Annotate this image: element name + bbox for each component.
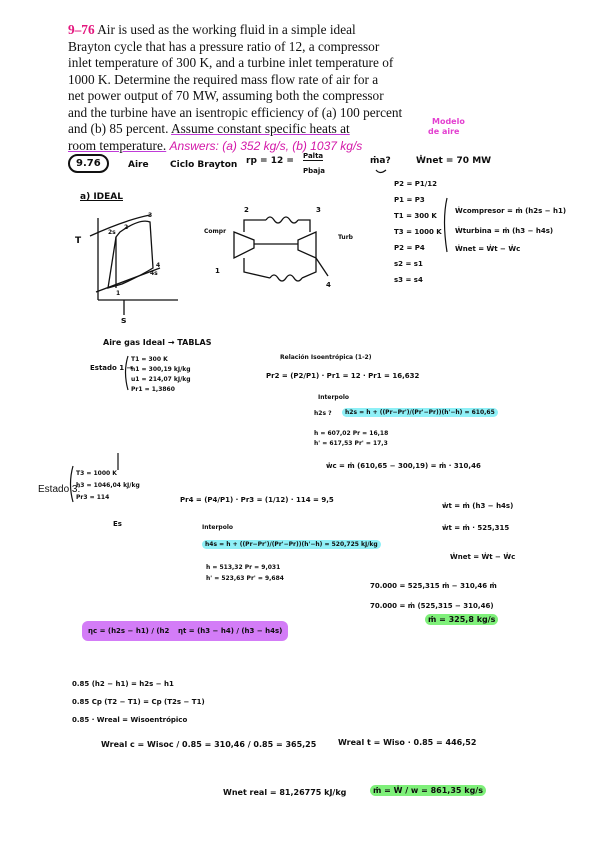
problem-line: Air is used as the working fluid in a si… xyxy=(97,22,356,37)
mdot-result-b: ṁ = Ẇ / w = 861,35 kg/s xyxy=(370,785,486,796)
estado-1-value: h1 = 300,19 kJ/kg xyxy=(131,366,191,373)
ts-point: 4 xyxy=(156,262,161,269)
problem-line: and the turbine have an isentropic effic… xyxy=(68,104,403,120)
pr4-equation: Pr4 = (P4/P1) · Pr3 = (1/12) · 114 = 9,5 xyxy=(180,496,334,504)
calc-line: 70.000 = 525,315 ṁ − 310,46 ṁ xyxy=(370,582,497,590)
given-value: P2 = P4 xyxy=(394,244,425,252)
cycle-point: 1 xyxy=(215,267,220,275)
given-value: P2 = P1/12 xyxy=(394,180,438,188)
given-value: s2 = s1 xyxy=(394,260,423,268)
given-value: T3 = 1000 K xyxy=(394,228,442,236)
es-label: Es xyxy=(113,520,122,528)
wnet-equation: Ẇnet = Ẇt − Ẇc xyxy=(450,553,516,561)
eq-turbine: Ẇturbina = ṁ (h3 − h4s) xyxy=(455,227,554,235)
estado-1-value: u1 = 214,07 kJ/kg xyxy=(131,376,191,383)
wreal-turbine: Wreal t = Wiso · 0.85 = 446,52 xyxy=(338,738,477,747)
interp-1-value: h = 607,02 Pr = 16,18 xyxy=(314,430,389,437)
part-b-line: 0.85 Cp (T2 − T1) = Cp (T2s − T1) xyxy=(72,698,205,706)
eta-compressor: ηc = (h2s − h1) / (h2 − h1) xyxy=(82,621,200,641)
ts-point: 2 xyxy=(124,224,129,231)
ts-diagram xyxy=(89,214,178,315)
problem-label: 9.76 xyxy=(68,154,109,173)
interpolo-2: Interpolo xyxy=(202,524,233,531)
problem-line: Brayton cycle that has a pressure ratio … xyxy=(68,38,380,54)
pr2-equation: Pr2 = (P2/P1) · Pr1 = 12 · Pr1 = 16,632 xyxy=(266,372,420,380)
estado-3-value: h3 = 1046,04 kJ/kg xyxy=(76,482,140,489)
mdot-result-a: ṁ = 325,8 kg/s xyxy=(425,614,499,625)
compressor-label: Compr xyxy=(204,228,227,235)
h4s-equation: h4s = h + ((Pr−Pr')/(Pr'−Pr))(h'−h) = 52… xyxy=(202,540,381,549)
mdot-question: ṁa? xyxy=(370,156,391,166)
brace-marks xyxy=(69,197,448,503)
cycle-point: 3 xyxy=(316,206,321,214)
ts-axis-s: s xyxy=(121,316,127,326)
assumption-underlined: Assume constant specific heats at xyxy=(171,121,350,136)
p-baja: Pbaja xyxy=(303,167,325,175)
ts-point: 4s xyxy=(150,270,158,277)
given-value: s3 = s4 xyxy=(394,276,423,284)
estado-1-label: Estado 1 → xyxy=(90,364,133,372)
eq-compressor: Ẇcompresor = ṁ (h2s − h1) xyxy=(455,207,567,215)
problem-line: 1000 K. Determine the required mass flow… xyxy=(68,71,379,87)
problem-statement: 9–76 Air is used as the working fluid in… xyxy=(68,22,418,154)
h2s-equation: h2s = h + ((Pr−Pr')/(Pr'−Pr))(h'−h) = 61… xyxy=(342,408,498,417)
assumption-underlined: room temperature. xyxy=(68,137,167,153)
aire-label: Aire xyxy=(128,160,149,170)
wnet-real: Wnet real = 81,26775 kJ/kg xyxy=(223,788,347,797)
estado-3-value: Pr3 = 114 xyxy=(76,494,110,501)
underline-strokes xyxy=(117,169,387,470)
eq-net: Ẇnet = Ẇt − Ẇc xyxy=(455,245,521,253)
wc-equation: ẇc = ṁ (610,65 − 300,19) = ṁ · 310,46 xyxy=(326,462,481,470)
wt-equation: ẇt = ṁ (h3 − h4s) xyxy=(442,502,514,510)
ts-axis-t: T xyxy=(75,236,82,246)
given-value: T1 = 300 K xyxy=(394,212,437,220)
calc-line: 70.000 = ṁ (525,315 − 310,46) xyxy=(370,602,494,610)
note-modelo: Modelo xyxy=(432,117,465,126)
section-ideal: a) IDEAL xyxy=(80,192,123,202)
problem-number: 9–76 xyxy=(68,22,95,37)
ts-point: 3 xyxy=(148,212,153,219)
answers: Answers: (a) 352 kg/s, (b) 1037 kg/s xyxy=(169,138,363,153)
problem-line: and (b) 85 percent. xyxy=(68,121,169,136)
problem-line: inlet temperature of 300 K, and a turbin… xyxy=(68,55,394,70)
aire-gas-ideal: Aire gas Ideal → TABLAS xyxy=(103,338,212,347)
cycle-point: 4 xyxy=(326,281,331,289)
estado-1-value: Pr1 = 1,3860 xyxy=(131,386,175,393)
wreal-compressor: Wreal c = Wisoc / 0.85 = 310,46 / 0.85 =… xyxy=(101,740,317,749)
ts-point: 1 xyxy=(116,290,121,297)
ciclo-label: Ciclo Brayton xyxy=(170,160,238,170)
interpolo-1: Interpolo xyxy=(318,394,349,401)
part-b-line: 0.85 · Wreal = Wisoentrópico xyxy=(72,716,188,724)
estado-1-value: T1 = 300 K xyxy=(131,356,168,363)
interp-2-value: h = 513,32 Pr = 9,031 xyxy=(206,564,281,571)
rp-eq: rp = 12 = xyxy=(246,156,294,166)
given-value: P1 = P3 xyxy=(394,196,425,204)
estado-3-value: T3 = 1000 K xyxy=(76,470,117,477)
brayton-sketch xyxy=(233,216,329,282)
note-de-aire: de aire xyxy=(428,127,460,136)
estado-3-label: Estado 3: xyxy=(38,484,81,495)
ts-point: 2s xyxy=(108,229,116,236)
p-alta: Palta xyxy=(303,152,324,161)
interp-2-value: h' = 523,63 Pr' = 9,684 xyxy=(206,575,284,582)
wt-value: ẇt = ṁ · 525,315 xyxy=(442,524,510,532)
wnet-given: Ẇnet = 70 MW xyxy=(416,156,492,166)
h2s-question: h2s ? xyxy=(314,410,332,417)
turbine-label: Turb xyxy=(338,234,353,241)
eta-turbine: ηt = (h3 − h4) / (h3 − h4s) xyxy=(172,621,289,641)
cycle-point: 2 xyxy=(244,206,249,214)
part-b-line: 0.85 (h2 − h1) = h2s − h1 xyxy=(72,680,174,688)
interp-1-value: h' = 617,53 Pr' = 17,3 xyxy=(314,440,388,447)
relacion-isoentropica: Relación Isoentrópica (1-2) xyxy=(280,354,372,361)
problem-line: net power output of 70 MW, assuming both… xyxy=(68,88,384,103)
